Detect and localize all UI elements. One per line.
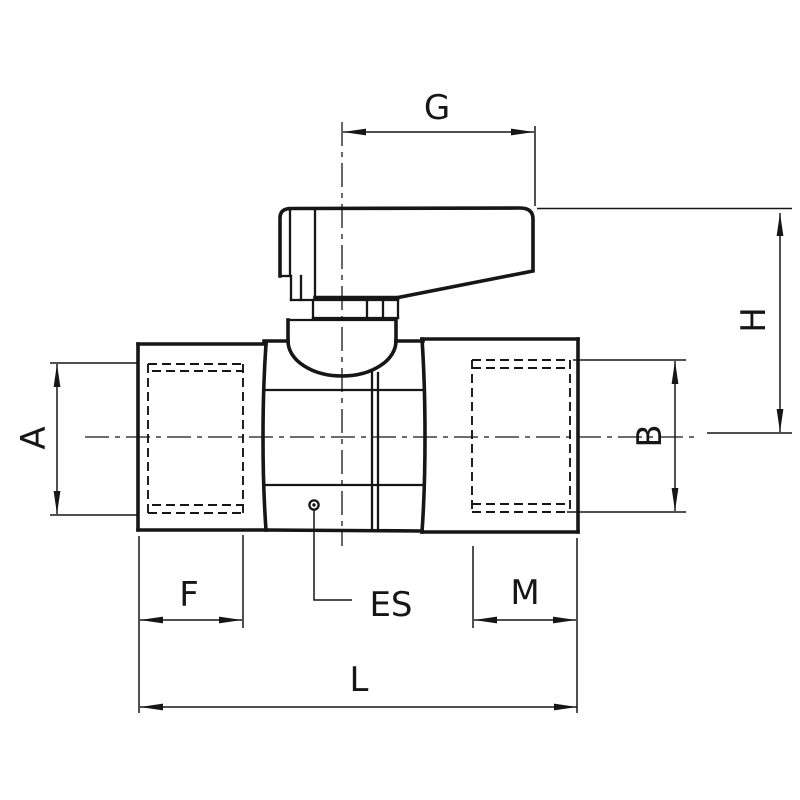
- handle-lever: [278, 206, 535, 320]
- dim-label-g: G: [424, 88, 450, 128]
- arrowhead: [474, 616, 497, 624]
- arrowhead: [776, 213, 784, 236]
- body-bottom: [264, 528, 424, 533]
- arrowhead: [140, 616, 163, 624]
- arrowhead: [671, 488, 679, 511]
- body-right-edge: [420, 337, 427, 534]
- arrowhead: [776, 409, 784, 432]
- thread-hidden-lines: [147, 359, 571, 514]
- dim-label-h: H: [734, 307, 774, 333]
- dim-label-l: L: [350, 660, 369, 700]
- dimension-lines: [50, 126, 792, 713]
- arrowhead: [671, 361, 679, 384]
- dim-label-es: ES: [369, 585, 412, 625]
- arrowhead: [219, 616, 242, 624]
- arrowhead: [343, 128, 366, 136]
- dim-label-a: A: [14, 426, 54, 449]
- centerlines: [85, 122, 700, 546]
- dim-label-f: F: [179, 575, 199, 615]
- arrowhead: [554, 703, 577, 711]
- bonnet-dome-arc: [286, 339, 398, 378]
- valve-outline: [136, 318, 580, 534]
- arrowhead: [53, 491, 61, 514]
- arrowhead: [53, 364, 61, 387]
- es-screw-icon: [308, 499, 320, 511]
- body-internal-lines: [264, 370, 424, 532]
- dim-label-b: B: [630, 424, 670, 447]
- arrowhead: [553, 616, 576, 624]
- body-left-edge: [261, 342, 268, 532]
- es-screw-center: [312, 503, 316, 507]
- handle-outline: [278, 206, 535, 300]
- arrowhead: [140, 703, 163, 711]
- arrowhead: [511, 128, 534, 136]
- dim-label-m: M: [510, 573, 539, 613]
- dimension-labels: G H A B F ES M L: [14, 88, 774, 700]
- es-leader-line: [313, 510, 352, 601]
